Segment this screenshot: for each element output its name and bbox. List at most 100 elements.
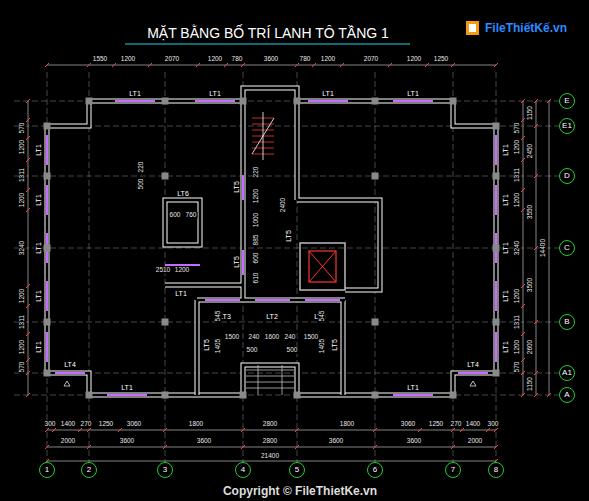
grid-bubble: C	[559, 240, 575, 256]
dimension-text: 780	[299, 56, 312, 63]
dimension-text: 3060	[400, 421, 416, 428]
dimension-text: 1550	[92, 56, 108, 63]
dimension-text: 270	[80, 421, 93, 428]
dimension-text: 570	[514, 122, 521, 135]
lintel-tag: LT4	[466, 361, 480, 368]
walls	[47, 88, 496, 395]
dimension-text: 2800	[262, 421, 278, 428]
lintel-tag: LT1	[128, 90, 142, 97]
grid-axis-name: E1	[562, 122, 572, 130]
copyright-watermark: Copyright © FileThietKe.vn	[222, 485, 378, 497]
dimension-text: 3240	[514, 240, 521, 256]
dimension-text: 570	[19, 361, 26, 374]
dimension-text: 3240	[19, 240, 26, 256]
dimension-text: 2510	[155, 267, 171, 274]
dimension-text: 1500	[303, 334, 319, 341]
dimension-text: 3600	[263, 56, 279, 63]
lintel-tag: LT1	[174, 290, 188, 297]
dimension-text: 220	[253, 166, 260, 179]
grid-axis-name: 2	[87, 466, 91, 474]
dimension-text: 1400	[465, 421, 481, 428]
dimension-text: 1200	[514, 139, 521, 155]
columns	[44, 98, 500, 399]
dimension-text: 780	[231, 56, 244, 63]
dimension-text: 2600	[527, 339, 534, 355]
dimension-text: 2000	[60, 438, 76, 445]
entrance-steps	[246, 365, 294, 395]
grid-bubble: 7	[445, 462, 461, 478]
dimension-text: 1250	[428, 421, 444, 428]
dimension-text: 3550	[527, 204, 534, 220]
grid-bubble: E1	[559, 118, 575, 134]
dimension-text: 2070	[363, 56, 379, 63]
grid-axis-name: A1	[562, 369, 572, 377]
dimension-text: 300	[487, 421, 500, 428]
grid-axis-name: E	[564, 97, 569, 105]
lintel-tag: LT1	[502, 241, 509, 255]
grid-bubble: E	[559, 93, 575, 109]
dimension-text: 2400	[280, 197, 287, 213]
grid-axis-name: 7	[451, 466, 455, 474]
dimension-text: 1200	[514, 192, 521, 208]
lintel-tag: LT5	[331, 338, 338, 352]
dimension-text: 1405	[215, 338, 222, 354]
drawing-title: MẶT BẰNG BỐ TRÍ LANH TÔ TẦNG 1	[146, 26, 390, 40]
dimension-text: 2450	[527, 143, 534, 159]
lintel-tag: LT1	[35, 241, 42, 255]
grid-axis-name: 1	[45, 466, 49, 474]
lintel-tag: LT1	[321, 90, 335, 97]
dimension-text: 1200	[514, 339, 521, 355]
grid-bubble: A1	[559, 365, 575, 381]
grid-axis-name: B	[564, 318, 569, 326]
lintels	[47, 101, 496, 395]
dimension-text: 240	[284, 334, 297, 341]
elevator	[300, 243, 345, 290]
lintel-tag: LT4	[63, 361, 77, 368]
dimension-text: 1000	[253, 212, 260, 228]
dimension-text: 1200	[514, 288, 521, 304]
dimension-text: 3500	[527, 277, 534, 293]
dimension-text: 545	[319, 310, 326, 323]
grid-axis-name: C	[564, 244, 570, 252]
dimension-text: 1200	[120, 56, 136, 63]
grid-bubble: 8	[488, 462, 504, 478]
watermark-icon	[466, 21, 479, 35]
lintel-tag: LT1	[502, 289, 509, 303]
dimension-text: 500	[138, 178, 145, 191]
grid-axis-name: D	[564, 172, 570, 180]
dimension-text: 500	[246, 347, 259, 354]
dimension-text: 610	[253, 272, 260, 285]
dimension-text: 1405	[319, 338, 326, 354]
dimension-text: 240	[248, 334, 261, 341]
dimension-text: 1311	[514, 167, 521, 183]
grid-bubble: A	[559, 387, 575, 403]
lintel-tag: LT5	[203, 338, 210, 352]
lintel-tag: LT1	[120, 384, 134, 391]
dimension-text: 2070	[164, 56, 180, 63]
lintel-tag: LT1	[35, 289, 42, 303]
lintel-tag: LT2	[265, 313, 279, 320]
dimension-text: 1150	[527, 105, 534, 121]
dimension-text: 1311	[19, 167, 26, 183]
lintel-tag: LT1	[208, 90, 222, 97]
grid-bubble: 2	[81, 462, 97, 478]
lintel-tag: LT5	[233, 180, 240, 194]
dimension-text: 1200	[19, 339, 26, 355]
grid-axis-name: 5	[295, 466, 299, 474]
dimension-text: 220	[138, 161, 145, 174]
lintel-tag: LT6	[176, 190, 190, 197]
lintel-tag: LT1	[35, 143, 42, 157]
lintel-tag: LT1	[502, 143, 509, 157]
dimension-text: 1200	[406, 56, 422, 63]
dimension-text: 1250	[98, 421, 114, 428]
dimension-text: 1200	[19, 192, 26, 208]
grid-axis-name: 4	[241, 466, 245, 474]
stair	[252, 112, 274, 160]
dimension-lines	[26, 63, 551, 463]
grid-axis-name: 8	[494, 466, 498, 474]
dimension-text: 570	[514, 361, 521, 374]
dimension-text: 3600	[119, 438, 135, 445]
grid-bubble: 3	[157, 462, 173, 478]
dimension-text: 570	[19, 122, 26, 135]
grid-bubble: 6	[367, 462, 383, 478]
